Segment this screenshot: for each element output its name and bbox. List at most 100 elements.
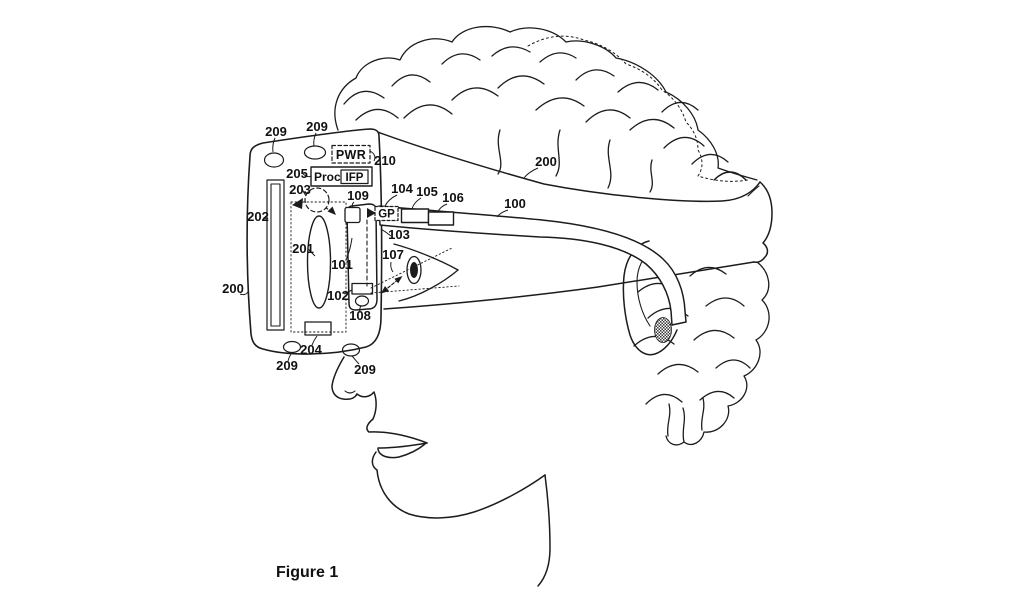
gp-box [374, 205, 399, 222]
nose-base [356, 391, 377, 420]
hair-strand [682, 407, 686, 443]
leader-103 [380, 228, 392, 237]
ref-label-200-left: 200 [222, 281, 244, 296]
upper-lip [366, 418, 428, 444]
leader-209-top-left [272, 137, 276, 153]
leader-102 [343, 289, 353, 295]
leader-200-left [239, 291, 249, 296]
ref-label-210: 210 [374, 153, 396, 168]
leader-202 [263, 216, 269, 220]
lens-ellipse-201 [306, 215, 332, 309]
hair-strand [666, 403, 671, 437]
hair-curl [497, 75, 545, 89]
face-profile [331, 356, 551, 587]
ear-outline [622, 240, 678, 356]
nose-outline [331, 356, 358, 400]
neck-line [537, 474, 551, 587]
component-box-204 [304, 321, 332, 336]
ref-label-106: 106 [442, 190, 464, 205]
leader-105 [411, 197, 422, 210]
leader-209-bottom-left [287, 353, 292, 362]
arrowhead-203-right [327, 206, 336, 215]
gaze-ray-lower [370, 285, 460, 294]
ref-label-104: 104 [391, 181, 413, 196]
hair-curl [497, 129, 502, 175]
head-strap [371, 129, 773, 310]
ref-label-204: 204 [300, 342, 322, 357]
cheek-and-strap-bottom-line [383, 261, 755, 310]
hair-curl [629, 118, 675, 131]
hair-curl [713, 171, 747, 181]
nostril-line [344, 390, 356, 394]
eye-pupil [410, 262, 418, 278]
hair-curl [661, 101, 699, 113]
leader-201 [307, 248, 316, 257]
hair-silhouette [334, 25, 758, 181]
hair-curls-top [343, 46, 747, 193]
hair-curl [555, 129, 561, 177]
hair-curl [391, 74, 431, 87]
figure-caption: Figure 1 [276, 564, 338, 581]
hair-curl [355, 108, 399, 121]
component-box-106 [427, 211, 455, 226]
leader-108 [359, 305, 362, 313]
gaze-ray-upper [370, 247, 453, 289]
leader-104 [384, 194, 398, 207]
hair-curl [491, 46, 531, 57]
leader-204 [311, 335, 318, 346]
ref-label-102: 102 [327, 288, 349, 303]
visor-front-housing: PWR Proc IFP [246, 128, 383, 357]
strap-back-edge [753, 181, 773, 263]
hair-curl [535, 97, 585, 111]
ref-label-202: 202 [247, 209, 269, 224]
hair-curl [575, 69, 615, 81]
hair-strand [700, 397, 705, 431]
hair-curl [693, 329, 735, 341]
ref-label-100: 100 [504, 196, 526, 211]
component-box-109 [344, 206, 361, 224]
hair-curl [441, 53, 481, 65]
ear-speaker-dot [654, 317, 672, 343]
temple-arm-outline [378, 205, 687, 326]
arrowhead-107-lower [381, 286, 389, 294]
ref-label-209-bottom-right: 209 [354, 362, 376, 377]
leader-200-top [523, 167, 539, 179]
hair-curl [649, 159, 653, 193]
hair-back-silhouette [665, 261, 770, 446]
hair-curl [403, 104, 453, 119]
ifp-box [340, 169, 369, 185]
ref-label-205: 205 [286, 166, 308, 181]
optics-dotted-region [290, 201, 347, 333]
battery-bar-202-outer [266, 179, 285, 331]
hair-curl [585, 109, 631, 123]
ref-label-107: 107 [382, 247, 404, 262]
chin-jaw-line [371, 451, 546, 519]
strap-top-edge [371, 129, 761, 203]
hair-curl [539, 52, 577, 63]
ref-label-203: 203 [289, 182, 311, 197]
hair-curl [689, 266, 727, 277]
ref-label-105: 105 [416, 184, 438, 199]
ref-label-209-bottom-left: 209 [276, 358, 298, 373]
ifp-box-label: IFP [346, 172, 364, 184]
processor-box-label: Proc [314, 170, 341, 184]
ref-label-209-top-left: 209 [265, 124, 287, 139]
component-box-102 [351, 282, 374, 295]
sensor-circle-203 [304, 187, 330, 213]
mouth-line [377, 442, 428, 449]
ref-label-108: 108 [349, 308, 371, 323]
battery-bar-202-inner [270, 183, 281, 327]
ref-label-209-top-mid: 209 [306, 119, 328, 134]
ref-label-200-top: 200 [535, 154, 557, 169]
leader-203 [301, 188, 307, 197]
leader-107 [390, 261, 394, 273]
hair-curl [645, 393, 683, 405]
gp-box-label: GP [378, 209, 395, 221]
hair-curl [715, 359, 751, 369]
hair-curl [657, 363, 699, 375]
vent-209-bottom-right [341, 343, 361, 357]
temple-arm: GP [367, 205, 687, 326]
component-ellipse-108 [354, 295, 370, 307]
gp-arrowhead [367, 208, 376, 218]
